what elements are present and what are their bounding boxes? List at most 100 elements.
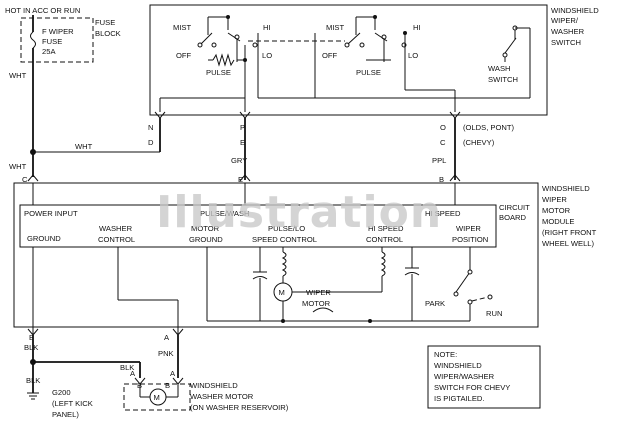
blade-1 xyxy=(200,32,213,45)
g200-label: G200 xyxy=(52,388,71,397)
park-label: PARK xyxy=(425,299,445,308)
switch-title-2: WIPER/ xyxy=(551,16,579,25)
fuse-block-outline xyxy=(20,17,94,63)
hi-label-1: HI xyxy=(263,23,271,32)
note-line-3: WIPER/WASHER xyxy=(434,372,495,381)
lo-label-1: LO xyxy=(262,51,272,60)
fuse-label-1: F WIPER xyxy=(42,27,74,36)
fuse-icon xyxy=(30,31,36,49)
blade-4 xyxy=(374,32,388,42)
olds-pont-label: (OLDS, PONT) xyxy=(463,123,515,132)
hi-speed-control-label-1: HI SPEED xyxy=(368,224,404,233)
blk-label-1: BLK xyxy=(24,343,38,352)
cap-left-plate-2 xyxy=(252,276,268,280)
left-kick-label-2: PANEL) xyxy=(52,410,79,419)
pulse-label-2: PULSE xyxy=(356,68,381,77)
wiper-washer-switch-box xyxy=(149,4,548,116)
circuit-board-label-1: CIRCUIT xyxy=(499,203,530,212)
fuse-label-2: FUSE xyxy=(42,37,62,46)
run-link xyxy=(471,296,489,302)
module-title-2: WIPER xyxy=(542,195,567,204)
module-title-4: MODULE xyxy=(542,217,575,226)
motor-ground-label-2: GROUND xyxy=(189,235,223,244)
connector-c xyxy=(27,174,39,182)
fuse-label-3: 25A xyxy=(42,47,56,56)
switch-title-3: WASHER xyxy=(551,27,585,36)
run-contact-1 xyxy=(467,299,473,305)
switch-title-1: WINDSHIELD xyxy=(551,6,599,15)
ppl-label: PPL xyxy=(432,156,446,165)
pin-a-washer-label: A xyxy=(130,369,136,378)
module-title-6: WHEEL WELL) xyxy=(542,239,595,248)
switch-title-4: SWITCH xyxy=(551,38,581,47)
note-line-4: SWITCH FOR CHEVY xyxy=(434,383,510,392)
left-kick-label-1: (LEFT KICK xyxy=(52,399,93,408)
module-title-1: WINDSHIELD xyxy=(542,184,590,193)
module-title-3: MOTOR xyxy=(542,206,571,215)
wht-label-2: WHT xyxy=(75,142,93,151)
cap-right-plate-2 xyxy=(404,272,420,276)
switch-node-3 xyxy=(403,31,407,35)
wash-switch-label-1: WASH xyxy=(488,64,511,73)
washer-control-label-1: WASHER xyxy=(99,224,133,233)
wash-switch-label-2: SWITCH xyxy=(488,75,518,84)
blade-3 xyxy=(347,32,361,45)
lo-label-2: LO xyxy=(408,51,418,60)
run-label: RUN xyxy=(486,309,502,318)
wash-blade xyxy=(504,37,517,54)
switch-node-2 xyxy=(373,15,377,19)
gry-label: GRY xyxy=(231,156,247,165)
mist-label-2: MIST xyxy=(326,23,345,32)
pin-a-label: A xyxy=(164,333,170,342)
washer-control-label-2: CONTROL xyxy=(98,235,135,244)
mist-label-1: MIST xyxy=(173,23,192,32)
pin-n-label: N xyxy=(148,123,153,132)
pin-b-label: B xyxy=(29,333,34,342)
pin-o-label: O xyxy=(440,123,446,132)
pin-d-label: D xyxy=(148,138,154,147)
coil-lo xyxy=(281,251,287,277)
run-contact-2 xyxy=(487,294,493,300)
module-title-5: (RIGHT FRONT xyxy=(542,228,597,237)
hot-in-acc-label: HOT IN ACC OR RUN xyxy=(5,6,80,15)
wht-label-3: WHT xyxy=(9,162,27,171)
note-line-1: NOTE: xyxy=(434,350,457,359)
blk-label-2: BLK xyxy=(26,376,40,385)
pin-c-module-label: C xyxy=(22,175,28,184)
bus-node-2 xyxy=(368,319,372,323)
wht-label-1: WHT xyxy=(9,71,27,80)
pin-c-label: C xyxy=(440,138,446,147)
ground-label: GROUND xyxy=(27,234,61,243)
hi-speed-label: HI SPEED xyxy=(425,209,461,218)
pulse-label-1: PULSE xyxy=(206,68,231,77)
contact-lo-1 xyxy=(252,42,258,48)
coil-hi xyxy=(380,251,386,277)
pin-a-washer-label-2: A xyxy=(170,369,176,378)
off-label-1: OFF xyxy=(176,51,192,60)
pin-e-label: E xyxy=(240,138,245,147)
motor-symbol-2: M xyxy=(154,393,160,402)
power-input-label: POWER INPUT xyxy=(24,209,78,218)
circuit-board-box xyxy=(19,204,497,248)
wiper-position-label-2: POSITION xyxy=(452,235,488,244)
motor-symbol-1: M xyxy=(279,288,285,297)
hi-speed-control-label-2: CONTROL xyxy=(366,235,403,244)
illustration-watermark: Illustration xyxy=(156,187,442,238)
note-line-5: IS PIGTAILED. xyxy=(434,394,485,403)
pulse-resistor-1 xyxy=(212,53,235,67)
washer-motor-label-1: WINDSHIELD xyxy=(190,381,238,390)
circuit-board-label-2: BOARD xyxy=(499,213,527,222)
fuse-block-label-2: BLOCK xyxy=(95,29,121,38)
pin-p-label: P xyxy=(240,123,245,132)
pin-e-module-label: E xyxy=(238,175,243,184)
park-jumper xyxy=(312,307,334,313)
blk-label-3: BLK xyxy=(120,363,134,372)
contact-mist-1 xyxy=(211,42,217,48)
connector-e xyxy=(239,174,251,182)
connector-b xyxy=(449,174,461,182)
connector-washer-right xyxy=(172,377,184,385)
washer-motor-label-2: WASHER MOTOR xyxy=(190,392,254,401)
park-contact-1 xyxy=(467,269,473,275)
park-contact-2 xyxy=(453,291,459,297)
